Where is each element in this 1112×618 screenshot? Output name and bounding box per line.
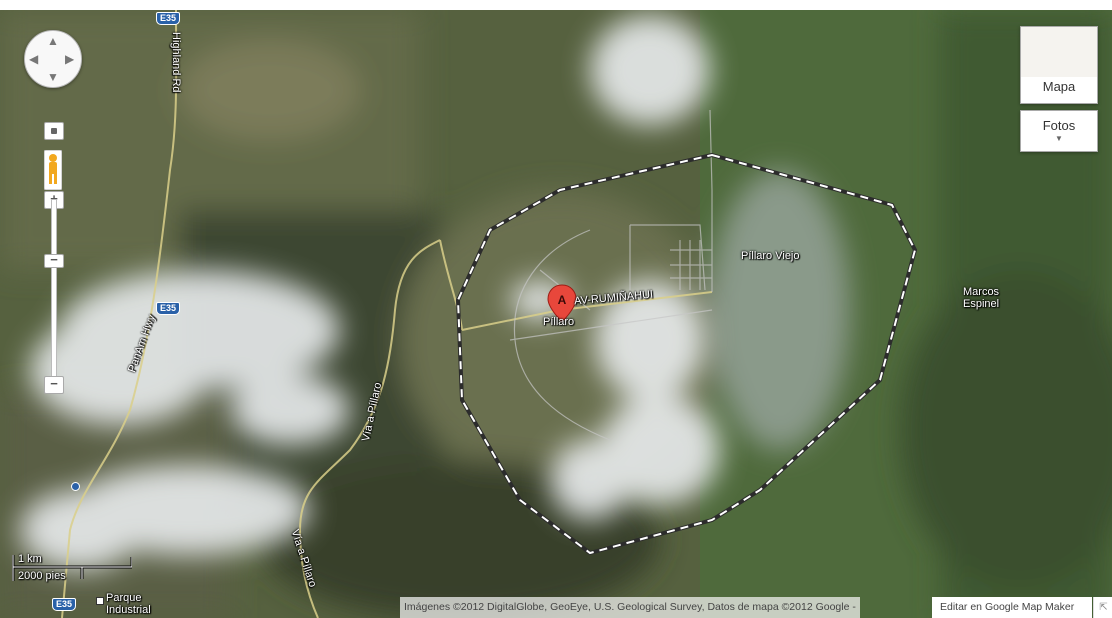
scale-metric-label: 1 km xyxy=(18,553,42,565)
reset-view-button[interactable] xyxy=(44,122,64,140)
scale-imperial-label: 2000 pies xyxy=(18,570,66,582)
map-attribution: Imágenes ©2012 DigitalGlobe, GeoEye, U.S… xyxy=(400,597,860,618)
map-type-mapa-label: Mapa xyxy=(1042,79,1076,94)
map-thumbnail xyxy=(1021,27,1097,77)
center-dot-icon xyxy=(51,128,57,134)
map-type-mapa-button[interactable]: Mapa xyxy=(1020,26,1098,104)
pan-right-icon[interactable]: ▶ xyxy=(65,52,75,66)
pan-left-icon[interactable]: ◀ xyxy=(29,52,39,66)
pan-up-icon[interactable]: ▲ xyxy=(47,34,59,48)
roundabout-icon xyxy=(71,482,80,491)
zoom-slider-track[interactable] xyxy=(51,199,57,379)
poi-dot-icon xyxy=(96,597,104,605)
highway-shield-e35-top: E35 xyxy=(156,12,180,25)
highway-shield-e35-bottom: E35 xyxy=(52,598,76,611)
scale-bar: 1 km 2000 pies xyxy=(12,553,132,583)
pan-control[interactable]: ▲ ▼ ◀ ▶ xyxy=(24,30,82,88)
edit-in-map-maker-link[interactable]: Editar en Google Map Maker xyxy=(932,597,1092,618)
collapse-corner-icon[interactable]: ⇱ xyxy=(1093,597,1112,618)
pan-down-icon[interactable]: ▼ xyxy=(47,70,59,84)
map-type-fotos-button[interactable]: Fotos ▼ xyxy=(1020,110,1098,152)
map-type-fotos-label: Fotos xyxy=(1042,118,1076,133)
label-marcos-espinel: Marcos Espinel xyxy=(963,286,1000,310)
label-highland-rd: Highland Rd xyxy=(170,32,182,93)
label-pillaro-viejo: Píllaro Viejo xyxy=(741,250,800,262)
location-marker-a[interactable]: A xyxy=(547,284,577,323)
zoom-out-button[interactable]: − xyxy=(44,376,64,394)
pegman-icon[interactable] xyxy=(43,149,63,191)
zoom-slider-handle[interactable]: − xyxy=(44,253,64,268)
highway-shield-e35-middle: E35 xyxy=(156,302,180,315)
svg-text:A: A xyxy=(558,293,567,307)
label-pillaro: Píllaro xyxy=(543,316,575,328)
chevron-down-icon: ▼ xyxy=(1055,134,1063,143)
map-canvas[interactable]: A Highland Rd PanAm Hwy Vía a Píllaro Ví… xyxy=(0,10,1112,618)
label-parque-industrial: Parque Industrial xyxy=(106,592,151,616)
